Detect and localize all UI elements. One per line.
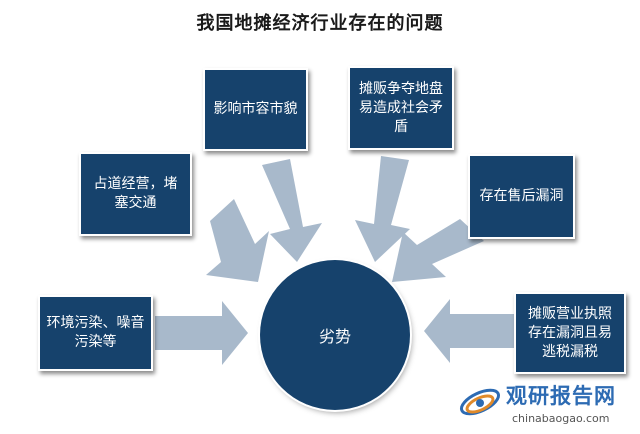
watermark-logo: 观研报告网 chinabaogao.com	[456, 378, 636, 432]
issue-text-conflict: 摊贩争夺地盘易造成社会矛盾	[359, 80, 443, 135]
issue-box-license: 摊贩营业执照存在漏洞且易逃税漏税	[514, 292, 626, 374]
arrow-from-aftersale	[392, 219, 484, 282]
issue-text-road: 占道经营，堵塞交通	[93, 176, 178, 211]
arrow-from-road	[206, 199, 269, 282]
issue-box-env: 环境污染、噪音污染等	[38, 295, 153, 371]
issue-text-city: 影响市容市貌	[213, 101, 298, 117]
watermark-swirl-icon	[459, 388, 501, 416]
arrow-from-city	[262, 159, 322, 262]
watermark-url: chinabaogao.com	[512, 412, 610, 425]
arrow-from-env	[155, 301, 248, 365]
issue-text-aftersale: 存在售后漏洞	[479, 188, 564, 204]
issue-box-conflict: 摊贩争夺地盘易造成社会矛盾	[348, 66, 454, 150]
issue-text-license: 摊贩营业执照存在漏洞且易逃税漏税	[528, 305, 612, 360]
watermark-name: 观研报告网	[506, 384, 616, 408]
issue-box-aftersale: 存在售后漏洞	[468, 154, 575, 239]
issue-box-road: 占道经营，堵塞交通	[79, 152, 192, 236]
arrow-from-conflict	[355, 156, 410, 262]
issue-text-env: 环境污染、噪音污染等	[46, 315, 145, 350]
center-label: 劣势	[318, 327, 351, 346]
center-circle: 劣势	[260, 260, 410, 410]
page-title: 我国地摊经济行业存在的问题	[196, 13, 444, 34]
issue-box-city: 影响市容市貌	[203, 68, 308, 151]
arrow-from-license	[424, 299, 515, 363]
